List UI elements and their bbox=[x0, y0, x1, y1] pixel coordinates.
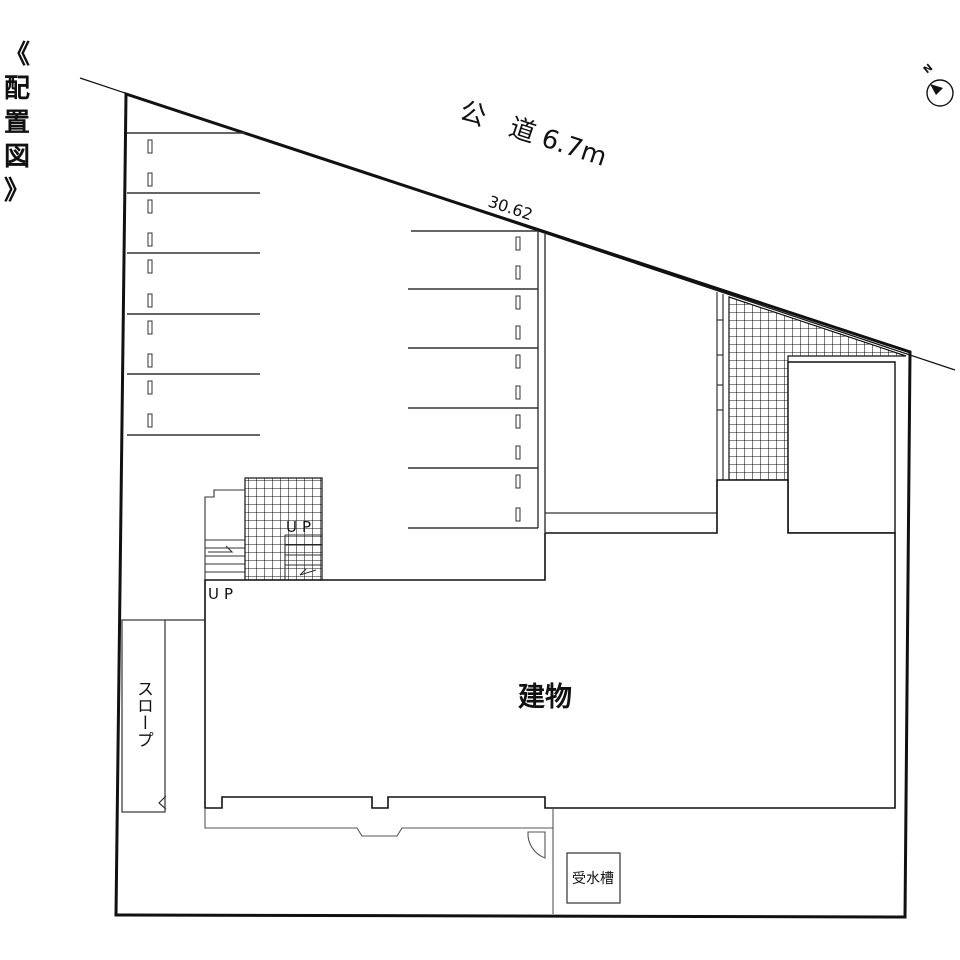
up-label-lower: UP bbox=[208, 585, 238, 603]
slope-label: スロープ bbox=[133, 680, 153, 748]
building-label: 建物 bbox=[518, 682, 572, 713]
drawing-title: 《 配 置 図 》 bbox=[2, 38, 32, 208]
tiled-stair-landing bbox=[244, 477, 323, 581]
slope bbox=[121, 619, 205, 813]
ne-passage bbox=[545, 292, 724, 514]
title-char: 図 bbox=[3, 142, 30, 172]
water-tank bbox=[566, 852, 621, 904]
title-bracket-open: 《 bbox=[3, 40, 30, 70]
title-char: 配 bbox=[3, 74, 30, 104]
title-char: 置 bbox=[3, 108, 30, 138]
wheel-stops-center bbox=[515, 236, 521, 522]
south-edge bbox=[204, 808, 554, 914]
ne-annex bbox=[787, 361, 896, 534]
parking-center bbox=[408, 230, 546, 532]
wheel-stops-west bbox=[147, 139, 153, 428]
up-label-upper: UP bbox=[286, 518, 316, 536]
title-bracket-close: 》 bbox=[3, 176, 30, 206]
north-label: N bbox=[922, 62, 935, 76]
north-arrow-icon bbox=[926, 79, 954, 107]
building-outline bbox=[204, 479, 896, 809]
site-boundary bbox=[114, 91, 912, 919]
parking-west bbox=[127, 132, 260, 436]
stair-detail bbox=[204, 489, 322, 580]
road-label: 公 道 6.7m bbox=[456, 96, 611, 173]
water-tank-label: 受水槽 bbox=[572, 871, 614, 887]
